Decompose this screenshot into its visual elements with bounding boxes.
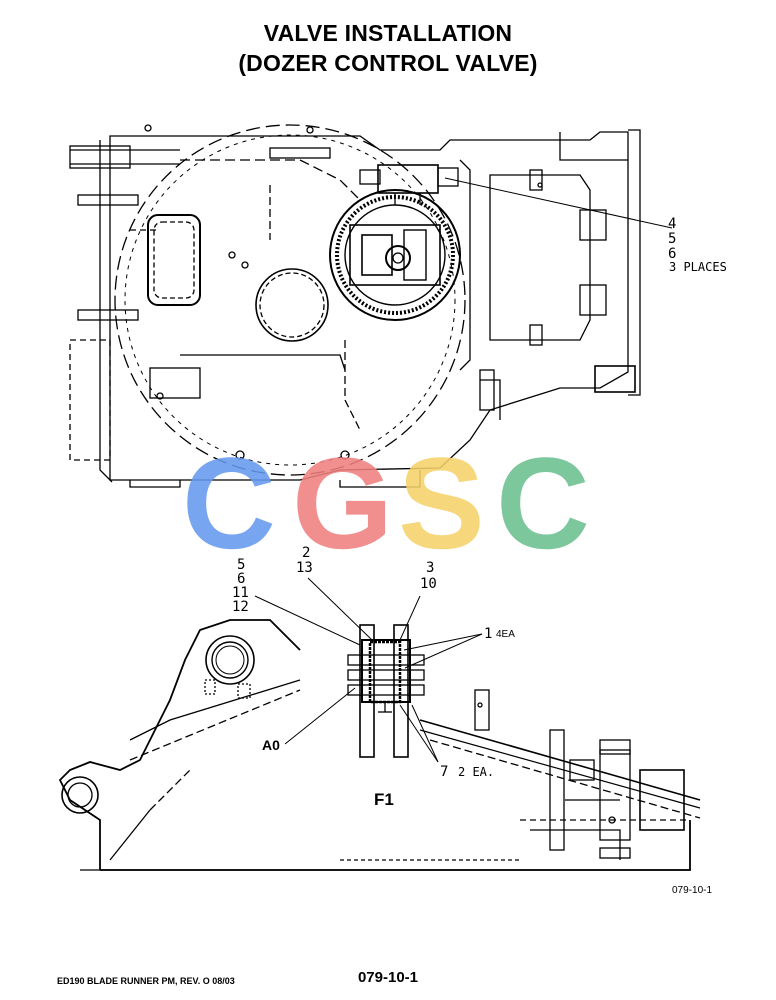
label-a0: A0 (262, 737, 280, 753)
upper-callouts: 4 5 6 3 PLACES (668, 216, 727, 274)
label-f1: F1 (374, 790, 394, 809)
figure-reference: 079-10-1 (672, 885, 713, 896)
callout-1-note: 4EA (496, 629, 515, 640)
callout-13: 13 (296, 560, 313, 576)
upper-leader (444, 177, 673, 229)
upper-view (69, 124, 641, 488)
page-title-line-2: (DOZER CONTROL VALVE) (238, 50, 538, 76)
watermark-letter-g: G (292, 430, 393, 576)
callout-10: 10 (420, 576, 437, 592)
lower-view (58, 619, 701, 871)
callout-6: 6 (668, 246, 676, 262)
callout-2: 2 (302, 545, 310, 561)
callout-1: 1 (484, 626, 492, 642)
watermark-letter-c1: C (182, 430, 276, 576)
watermark-letter-c2: C (496, 430, 590, 576)
footer-page-number: 079-10-1 (357, 969, 419, 986)
watermark: C G S C (182, 430, 590, 576)
callout-note-3-places: 3 PLACES (669, 260, 727, 274)
page-title-line-1: VALVE INSTALLATION (263, 20, 513, 46)
callout-12: 12 (232, 599, 249, 615)
lower-callouts: 5 6 11 12 2 13 3 10 1 4EA 7 2 EA. A0 F1 (232, 545, 515, 809)
callout-5-lower: 5 (237, 557, 245, 573)
callout-5: 5 (668, 231, 676, 247)
callout-4: 4 (668, 216, 676, 232)
callout-6-lower: 6 (237, 571, 245, 587)
footer-manual-reference: ED190 BLADE RUNNER PM, REV. O 08/03 (57, 976, 235, 986)
callout-7-note: 2 EA. (458, 765, 494, 779)
callout-3: 3 (426, 560, 434, 576)
lower-leaders (254, 577, 483, 763)
watermark-letter-s: S (398, 430, 485, 576)
callout-11: 11 (232, 585, 249, 601)
callout-7: 7 (440, 764, 448, 780)
